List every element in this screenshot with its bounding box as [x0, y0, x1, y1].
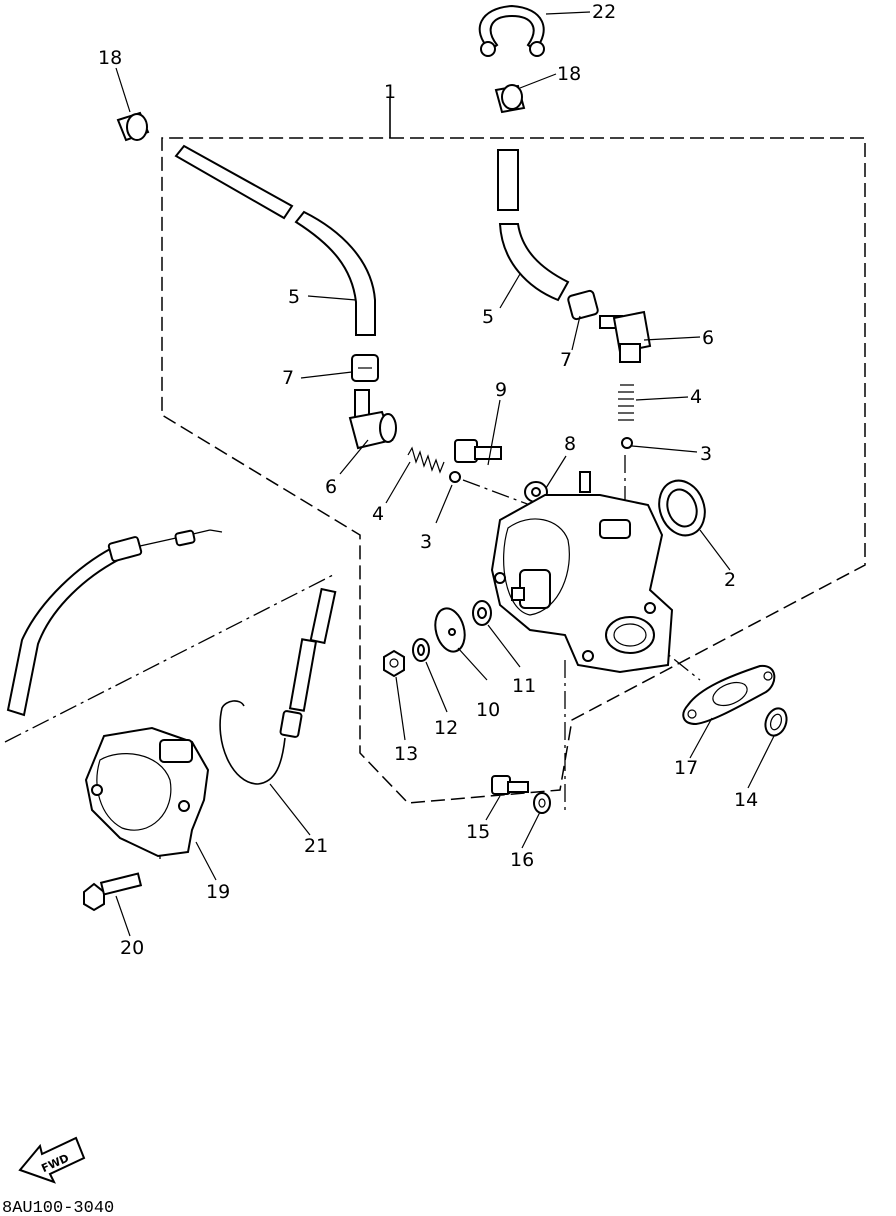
- callout-5-left: 5: [288, 286, 300, 308]
- callout-20: 20: [120, 937, 144, 959]
- ball-3-right: [621, 437, 633, 449]
- hose-clamp-22: [478, 4, 545, 57]
- callout-1: 1: [384, 81, 396, 103]
- callout-10: 10: [476, 699, 500, 721]
- callout-22: 22: [592, 1, 616, 23]
- bolt-9: [454, 439, 502, 463]
- gasket-17: [682, 664, 776, 726]
- spring-4-left: [407, 446, 445, 474]
- oil-seal-2: [658, 479, 706, 537]
- washer-16: [533, 792, 551, 814]
- lock-washer-12: [412, 638, 430, 662]
- clip-7-right: [567, 289, 599, 321]
- callout-labels: 22 18 18 1 5 5 7 7 6 6 9 4 4 8 3 3 2 11 …: [98, 1, 758, 959]
- callout-2: 2: [724, 569, 736, 591]
- callout-11: 11: [512, 675, 536, 697]
- diagram-part-number: 8AU100-3040: [2, 1199, 114, 1216]
- hose-5-left: [174, 144, 376, 336]
- callout-5-right: 5: [482, 306, 494, 328]
- callout-6-right: 6: [702, 327, 714, 349]
- callout-12: 12: [434, 717, 458, 739]
- sleeve-18-right: [494, 84, 526, 114]
- ball-3-left: [449, 471, 461, 483]
- link-cable: [6, 529, 223, 717]
- callout-9: 9: [495, 379, 507, 401]
- pump-cable-21: [219, 587, 337, 785]
- callout-17: 17: [674, 757, 698, 779]
- callout-14: 14: [734, 789, 758, 811]
- spring-4-right: [618, 384, 634, 421]
- disc-10: [434, 607, 466, 653]
- callout-15: 15: [466, 821, 490, 843]
- oil-pump-body: [490, 471, 674, 674]
- callout-21: 21: [304, 835, 328, 857]
- bolt-15: [491, 775, 529, 795]
- sleeve-18-left: [116, 111, 150, 142]
- assembly-boundary: [161, 97, 866, 804]
- callout-13: 13: [394, 743, 418, 765]
- nut-13: [383, 649, 405, 678]
- leader-lines: [115, 11, 775, 937]
- elbow-6-left: [348, 389, 397, 450]
- o-ring-14: [764, 707, 788, 737]
- bolt-20: [83, 872, 143, 912]
- callout-16: 16: [510, 849, 534, 871]
- hose-5-right: [497, 149, 570, 302]
- callout-8: 8: [564, 433, 576, 455]
- callout-7-left: 7: [282, 367, 294, 389]
- elbow-6-right: [599, 310, 652, 363]
- pump-cover-19: [84, 726, 210, 858]
- clip-7-left: [351, 354, 379, 382]
- washer-11: [472, 600, 492, 626]
- callout-19: 19: [206, 881, 230, 903]
- callout-6-left: 6: [325, 476, 337, 498]
- callout-18-left: 18: [98, 47, 122, 69]
- callout-7-right: 7: [560, 349, 572, 371]
- callout-3-left: 3: [420, 531, 432, 553]
- callout-4-right: 4: [690, 386, 702, 408]
- fwd-arrow-icon: FWD: [18, 1136, 86, 1184]
- callout-4-left: 4: [372, 503, 384, 525]
- callout-18-right: 18: [557, 63, 581, 85]
- callout-3-right: 3: [700, 443, 712, 465]
